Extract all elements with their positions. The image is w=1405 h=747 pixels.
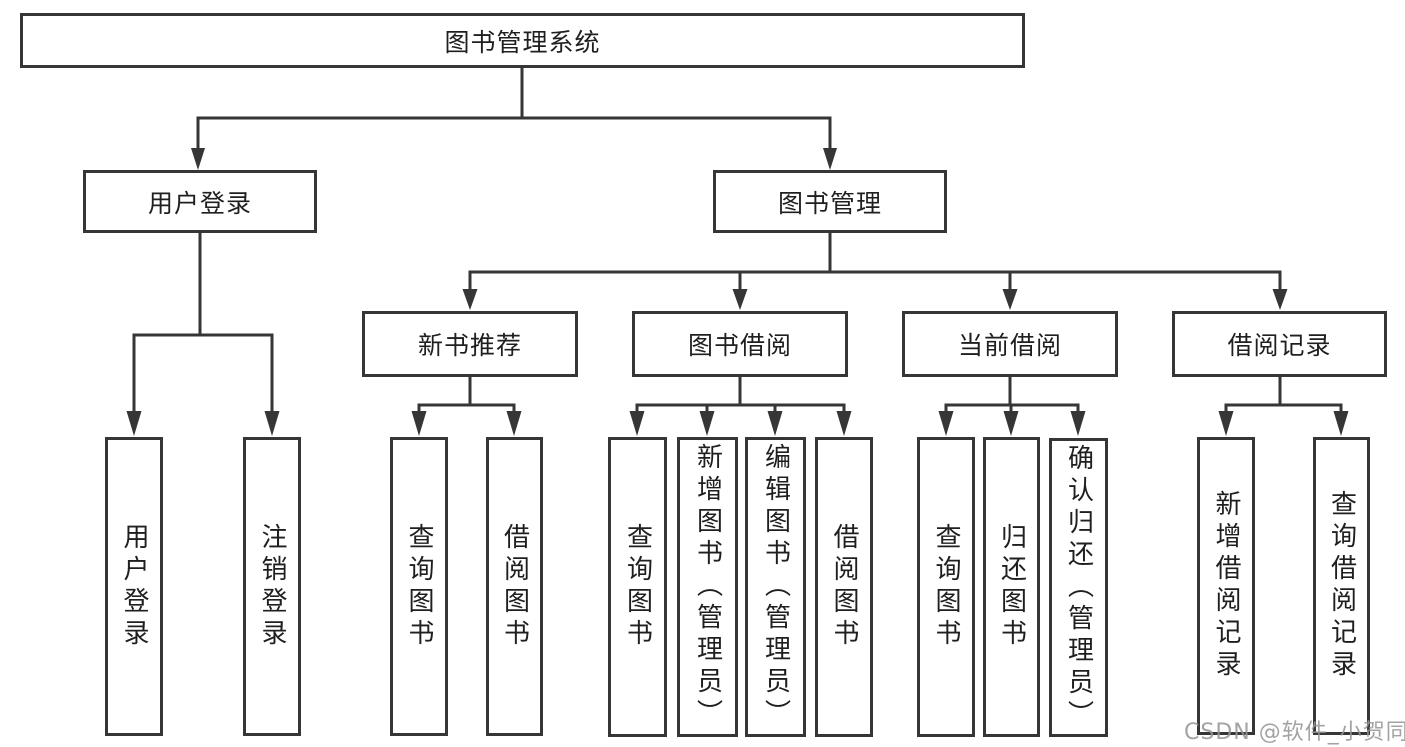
leaf-records-query-record: 查询借阅记录 xyxy=(1313,437,1370,735)
node-label: 用户登录 xyxy=(119,522,149,651)
node-label: 图书借阅 xyxy=(687,331,792,360)
node-label: 图书管理 xyxy=(777,188,882,218)
node-book-borrow: 图书借阅 xyxy=(632,311,848,377)
leaf-user-login: 用户登录 xyxy=(105,437,163,736)
leaf-borrow-add-books-admin: 新增图书（管理员） xyxy=(677,437,738,737)
connector-group xyxy=(126,66,1349,436)
node-label: 确认归还（管理员） xyxy=(1063,443,1094,732)
node-label: 归还图书 xyxy=(996,523,1027,651)
leaf-current-return-books: 归还图书 xyxy=(983,437,1040,737)
node-label: 借阅记录 xyxy=(1227,331,1332,360)
node-label: 查询图书 xyxy=(404,522,434,651)
node-label: 新书推荐 xyxy=(417,331,522,360)
node-label: 编辑图书（管理员） xyxy=(760,443,791,731)
node-label: 新增借阅记录 xyxy=(1211,490,1241,682)
node-book-management: 图书管理 xyxy=(713,170,947,233)
leaf-borrow-borrow-books: 借阅图书 xyxy=(815,437,873,737)
leaf-newbook-borrow-books: 借阅图书 xyxy=(486,437,543,736)
leaf-logout-login: 注销登录 xyxy=(243,437,301,736)
node-label: 图书管理系统 xyxy=(444,27,601,57)
leaf-borrow-edit-books-admin: 编辑图书（管理员） xyxy=(745,437,806,737)
leaf-current-confirm-return-admin: 确认归还（管理员） xyxy=(1049,438,1108,737)
node-user-login-group: 用户登录 xyxy=(83,170,317,233)
node-label: 借阅图书 xyxy=(829,523,859,651)
node-label: 借阅图书 xyxy=(499,522,530,651)
node-label: 查询图书 xyxy=(931,523,961,651)
node-new-book-recommend: 新书推荐 xyxy=(362,311,578,377)
node-library-system: 图书管理系统 xyxy=(20,13,1025,68)
node-current-borrow: 当前借阅 xyxy=(902,311,1118,377)
leaf-newbook-query-books: 查询图书 xyxy=(390,437,448,736)
leaf-current-query-books: 查询图书 xyxy=(917,437,975,737)
node-label: 查询图书 xyxy=(622,523,653,651)
node-borrow-records: 借阅记录 xyxy=(1172,311,1387,377)
node-label: 查询借阅记录 xyxy=(1326,490,1357,682)
leaf-records-add-record: 新增借阅记录 xyxy=(1197,437,1255,735)
watermark: CSDN @软件_小贺同学 xyxy=(1184,720,1405,745)
node-label: 当前借阅 xyxy=(957,331,1062,360)
node-label: 新增图书（管理员） xyxy=(692,443,723,731)
node-label: 注销登录 xyxy=(257,522,287,651)
node-label: 用户登录 xyxy=(147,188,252,218)
leaf-borrow-query-books: 查询图书 xyxy=(608,437,667,737)
